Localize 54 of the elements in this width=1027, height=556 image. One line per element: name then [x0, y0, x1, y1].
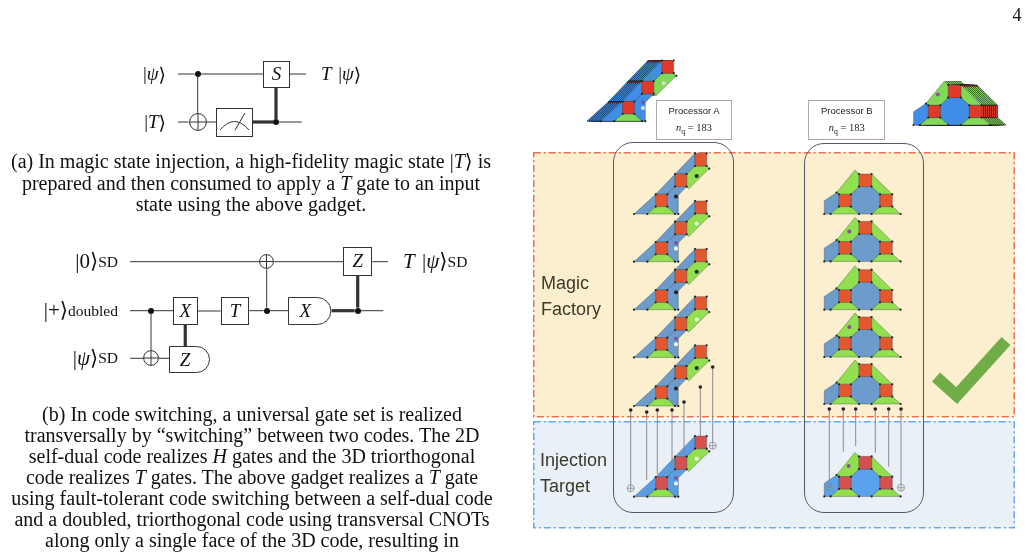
qubit-count: n$_{q}$ = 183	[675, 122, 712, 134]
state-label: |ψ⟩	[124, 62, 178, 86]
region-label: Injection Target	[540, 449, 609, 498]
quantum-wire	[289, 73, 307, 75]
quantum-wire	[158, 357, 170, 359]
quantum-wire	[200, 73, 264, 75]
control-dot	[263, 307, 270, 314]
target-symbol	[188, 113, 207, 131]
quantum-wire	[150, 313, 152, 351]
processor-name: Processor A	[668, 106, 720, 117]
processor-label-card	[655, 100, 733, 140]
state-label: |T⟩	[124, 110, 178, 134]
measurement-gate: X	[288, 297, 332, 325]
classical-wire	[331, 309, 355, 313]
quantum-wire	[177, 73, 196, 75]
quantum-wire	[197, 76, 199, 114]
qubit-count: n$_{q}$ = 183	[828, 122, 865, 134]
figure-caption: (a) In magic state injection, a high-fidelity magic state |T⟩ is prepared and then consumed to apply a T gate to an input state using the above gadget.	[10, 151, 492, 216]
quantum-wire	[273, 261, 344, 263]
target-symbol	[259, 254, 275, 270]
quantum-wire	[371, 261, 389, 263]
target-symbol	[143, 350, 159, 367]
quantum-wire	[206, 121, 217, 123]
quantum-wire	[248, 310, 265, 312]
classical-wire	[274, 87, 278, 119]
control-dot	[273, 119, 279, 125]
control-dot	[148, 307, 154, 314]
processor-label-card	[808, 100, 886, 140]
quantum-wire	[278, 121, 303, 123]
quantum-wire	[129, 261, 260, 263]
region-label: Magic Factory	[541, 272, 602, 322]
control-dot	[194, 71, 201, 77]
state-label: T |ψ⟩	[306, 62, 382, 86]
processor-name: Processor B	[820, 106, 873, 117]
quantum-wire	[129, 357, 144, 359]
quantum-wire	[266, 268, 268, 309]
page-number: 4	[1011, 4, 1023, 26]
control-dot	[354, 307, 361, 314]
quantum-gate: X	[173, 296, 198, 325]
quantum-wire	[197, 310, 222, 312]
quantum-gate: Z	[343, 246, 373, 276]
quantum-gate: T	[220, 297, 250, 325]
classical-wire	[183, 325, 187, 346]
classical-wire	[253, 120, 273, 124]
measurement-gate: Z	[169, 346, 210, 373]
measurement-meter	[216, 108, 253, 137]
quantum-wire	[129, 310, 149, 312]
quantum-wire	[177, 121, 189, 123]
quantum-wire	[269, 310, 289, 312]
quantum-gate: S	[263, 60, 290, 88]
figure-caption: (b) In code switching, a universal gate set is realized transversally by “switching” between two codes. The 2D self-dual code realizes H gates and the 3D triorthogonal code realizes T gates. The above gadget realizes a T gate using fault-tolerant code switching between a self-dual code and a doubled, triorthogonal code using transversal CNOTs along only a single face of the 3D code, resulting in	[10, 403, 494, 551]
classical-wire	[356, 275, 360, 308]
quantum-wire	[360, 310, 384, 312]
quantum-wire	[153, 310, 174, 312]
